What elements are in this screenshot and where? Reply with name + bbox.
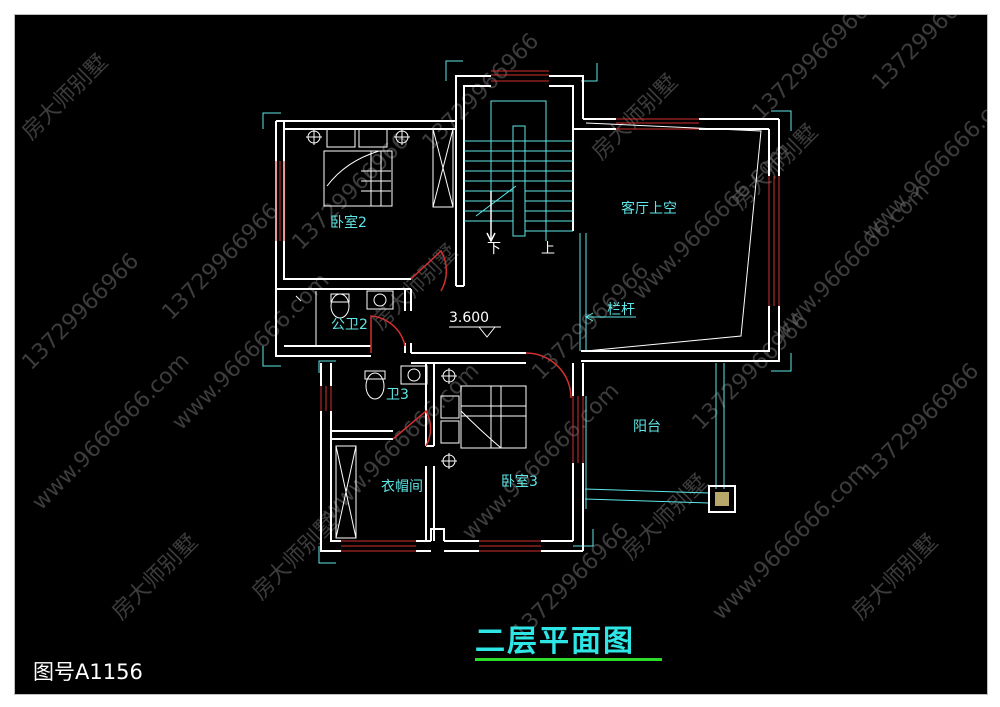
watermark-brand: 房大师别墅 [848,530,943,625]
stair-up-label: 上 [541,241,555,257]
watermark-phone: 13729966966 [528,259,655,386]
bath3-fixtures [364,365,428,400]
room-label-bath3: 卫3 [386,387,409,403]
bed-bedroom3 [440,368,527,469]
watermark-phone: 13729966966 [288,129,415,256]
room-label-railing: 栏杆 [607,302,635,318]
watermark-brand: 房大师别墅 [588,70,683,165]
bath2-fixtures [295,290,394,346]
room-label-balcony: 阳台 [633,419,661,435]
watermark-site: www.9666666.com [708,458,875,625]
floor-plan: 房大师别墅 13729966966 www.9666666.com 房大师别墅 … [18,15,987,645]
nightstand-icons [306,129,410,145]
stair-down-label: 下 [487,241,501,257]
watermark-brand: 房大师别墅 [18,50,113,145]
living-void-outline [585,122,762,352]
watermark-site: www.9666666.com [858,78,987,245]
watermark-phone: 13729966966 [18,249,145,376]
elevation-marker [449,326,501,338]
room-label-living-void: 客厅上空 [621,200,677,217]
watermark-brand: 房大师别墅 [108,530,203,625]
staircase [464,100,573,241]
room-label-closet: 衣帽间 [381,479,423,495]
drawing-frame: 房大师别墅 13729966966 www.9666666.com 房大师别墅 … [14,14,988,695]
watermark-phone: 13729966966 [858,359,985,486]
elevation-label: 3.600 [449,310,489,326]
balcony-railing [579,233,725,509]
watermark-phone: 13729966966 [748,15,875,125]
railing-leader [584,312,636,322]
closet-wardrobe [335,445,357,539]
watermark-brand: 房大师别墅 [618,470,713,565]
bed-bedroom2 [323,128,393,207]
windows [275,70,780,552]
drawing-number: 图号A1156 [33,660,143,684]
drawing-title: 二层平面图 [475,624,635,659]
exterior-walls [275,75,780,552]
title-underline [475,658,662,661]
watermark-brand: 房大师别墅 [728,120,823,215]
corner-markers [262,60,792,564]
balcony-column [708,485,736,513]
watermark-phone: 13729966966 [868,15,987,95]
watermark-site: www.9666666.com [458,378,625,545]
watermark-site: www.9666666.com [28,348,195,515]
room-label-bath2: 公卫2 [331,317,368,333]
watermark-phone: 13729966966 [158,199,285,326]
stair-arrows [486,191,496,243]
balcony-column-core [715,492,729,506]
room-label-bedroom3: 卧室3 [501,473,538,490]
watermark-brand: 房大师别墅 [248,510,343,605]
wardrobe-bedroom2 [432,128,454,208]
room-label-bedroom2: 卧室2 [330,214,367,231]
doors [370,249,572,447]
